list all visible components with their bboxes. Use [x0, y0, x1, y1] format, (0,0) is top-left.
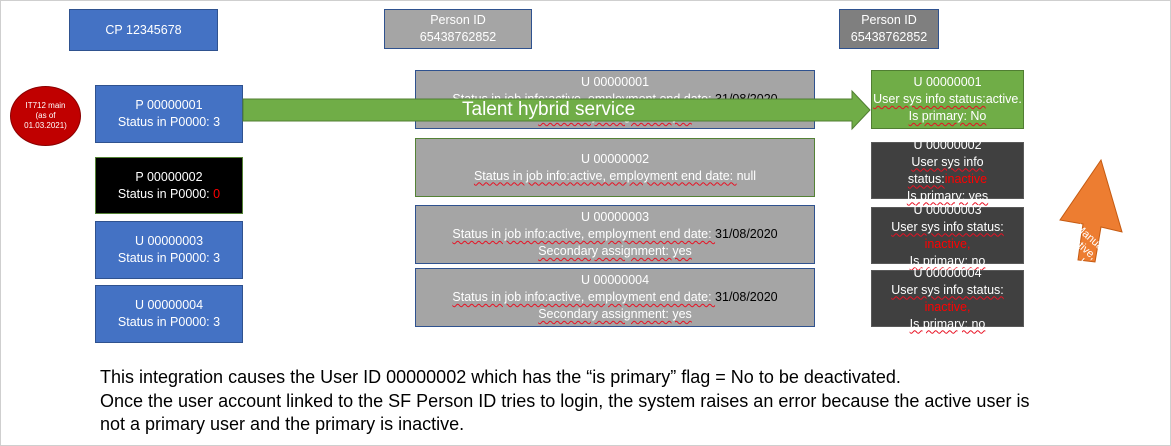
record-id: U 00000003 — [913, 202, 982, 217]
record-status: Status in P0000: 3 — [117, 115, 221, 129]
record-extra: Secondary assignment: yes — [538, 244, 692, 258]
record-id: U 00000001 — [913, 75, 982, 89]
record-id: U 00000004 — [580, 273, 650, 287]
cp-header-box: CP 12345678 — [69, 9, 218, 51]
right-box-u00000001: U 00000001 User sys info status:active. … — [871, 70, 1024, 129]
record-id: U 00000003 — [134, 234, 204, 248]
person-id-value: 65438762852 — [850, 30, 928, 44]
oval-line: (as of — [35, 111, 56, 120]
record-extra: Secondary assignment: yes — [538, 307, 692, 321]
left-box-u00000004: U 00000004 Status in P0000: 3 — [95, 285, 243, 343]
middle-box-u00000003: U 00000003 Status in job info:active, em… — [415, 205, 815, 264]
it712-oval: IT712 main (as of 01.03.2021) — [10, 86, 81, 146]
left-box-p00000002: P 00000002 Status in P0000: 0 — [95, 157, 243, 214]
caption-line: This integration causes the User ID 0000… — [100, 367, 901, 387]
left-box-u00000003: U 00000003 Status in P0000: 3 — [95, 221, 243, 279]
right-box-u00000002: U 00000002 User sys info status:inactive… — [871, 138, 1024, 203]
record-status: Status in P0000: 0 — [117, 186, 221, 201]
record-status: Status in job info:active, employment en… — [452, 227, 778, 241]
record-id: U 00000001 — [580, 75, 650, 89]
person-id-label: Person ID — [430, 13, 486, 27]
record-id: P 00000001 — [135, 98, 203, 112]
record-status: Status in job info:active, employment en… — [473, 168, 757, 183]
talent-hybrid-label: Talent hybrid service — [462, 99, 636, 120]
record-id: U 00000002 — [580, 151, 650, 166]
middle-box-u00000002: U 00000002 Status in job info:active, em… — [415, 138, 815, 197]
record-primary: Is primary: No — [908, 109, 987, 123]
record-id: U 00000004 — [134, 298, 204, 312]
record-id: U 00000004 — [913, 265, 982, 280]
orange-callout-arrow — [1059, 158, 1123, 263]
record-id: P 00000002 — [135, 169, 203, 184]
record-primary: Is primary: no — [909, 253, 986, 268]
left-box-p00000001: P 00000001 Status in P0000: 3 — [95, 85, 243, 143]
record-status: User sys info status: inactive, — [891, 282, 1004, 314]
record-id: U 00000002 — [913, 137, 982, 152]
explanation-text: This integration causes the User ID 0000… — [100, 366, 1160, 437]
cp-label: CP 12345678 — [105, 22, 182, 37]
record-primary: Is primary: no — [909, 316, 986, 331]
caption-line: Once the user account linked to the SF P… — [100, 390, 1030, 411]
middle-box-u00000004: U 00000004 Status in job info:active, em… — [415, 268, 815, 327]
record-primary: Is primary: yes — [906, 188, 989, 203]
oval-line: 01.03.2021) — [24, 121, 67, 130]
person-id-label: Person ID — [861, 13, 917, 27]
right-box-u00000004: U 00000004 User sys info status: inactiv… — [871, 266, 1024, 331]
record-status: User sys info status: inactive, — [891, 219, 1004, 251]
person-id-header-right: Person ID 65438762852 — [839, 9, 939, 49]
record-status: Status in P0000: 3 — [117, 315, 221, 329]
person-id-header-middle: Person ID 65438762852 — [384, 9, 532, 49]
oval-line: IT712 main — [25, 101, 66, 110]
person-id-value: 65438762852 — [419, 30, 497, 44]
record-id: U 00000003 — [580, 210, 650, 224]
right-box-u00000003: U 00000003 User sys info status: inactiv… — [871, 203, 1024, 268]
talent-hybrid-arrow — [242, 89, 871, 131]
record-status: User sys info status:active. — [873, 92, 1022, 106]
record-status: User sys info status:inactive — [907, 154, 988, 186]
record-status: Status in job info:active, employment en… — [452, 290, 778, 304]
caption-line: not a primary user and the primary is in… — [100, 414, 465, 434]
record-status: Status in P0000: 3 — [117, 251, 221, 265]
